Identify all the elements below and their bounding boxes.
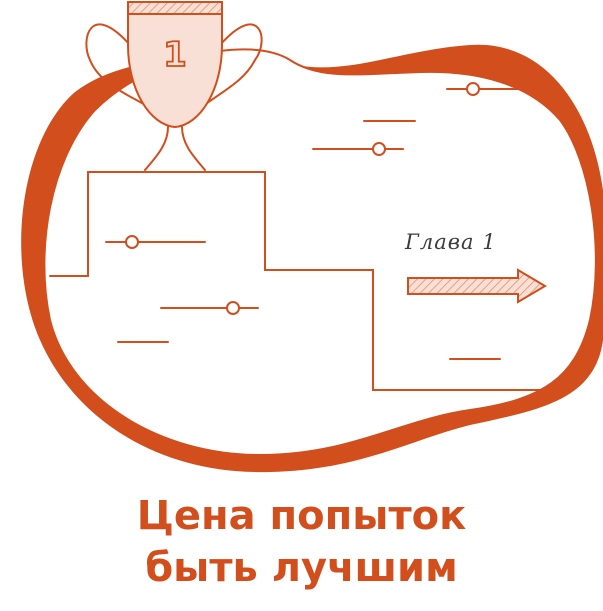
podium [49,171,554,391]
arrow-icon [407,268,547,304]
trophy-rim [127,1,223,15]
trophy-handle-right [199,23,263,109]
trophy-stem [144,126,206,171]
title-line-1: Цена попыток [136,493,467,539]
cover-illustration: 1 [21,1,603,473]
title-line-2: быть лучшим [145,545,458,591]
book-title: Цена попыток быть лучшим [0,490,603,594]
chapter-label: Глава 1 [405,230,497,254]
trophy-handle-left [85,23,151,109]
trophy-number: 1 [163,35,187,75]
white-blob [43,48,597,457]
trophy-cup [127,13,223,129]
